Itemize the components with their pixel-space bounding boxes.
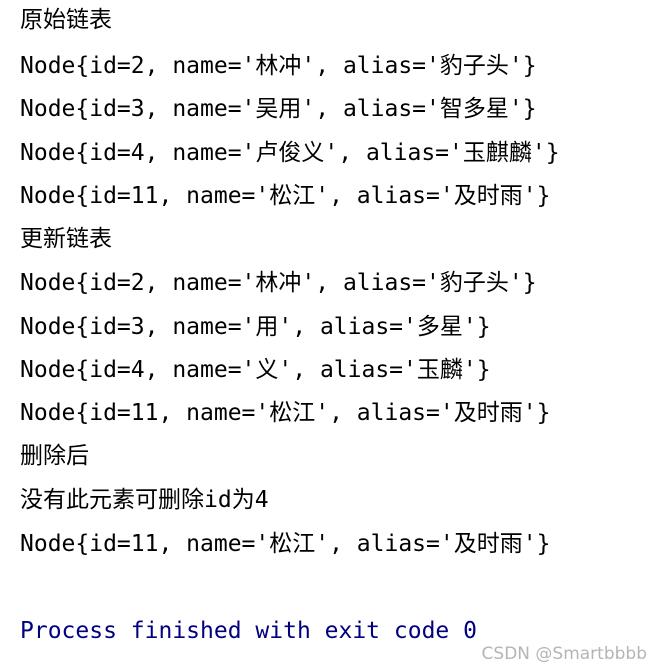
output-line-header-original: 原始链表 [20,7,112,33]
output-line-node: Node{id=2, name='林冲', alias='豹子头'} [20,270,537,296]
output-line-node: Node{id=3, name='吴用', alias='智多星'} [20,96,537,122]
watermark: CSDN @Smartbbbb [481,644,647,664]
output-line-node: Node{id=11, name='松江', alias='及时雨'} [20,183,551,209]
output-line-node: Node{id=4, name='义', alias='玉麟'} [20,357,491,383]
process-exit-message: Process finished with exit code 0 [20,618,477,644]
output-line-message: 没有此元素可删除id为4 [20,487,269,513]
output-line-node: Node{id=11, name='松江', alias='及时雨'} [20,531,551,557]
output-line-header-updated: 更新链表 [20,226,112,252]
output-line-node: Node{id=2, name='林冲', alias='豹子头'} [20,53,537,79]
output-line-node: Node{id=4, name='卢俊义', alias='玉麒麟'} [20,140,560,166]
output-line-node: Node{id=11, name='松江', alias='及时雨'} [20,400,551,426]
output-line-node: Node{id=3, name='用', alias='多星'} [20,314,491,340]
output-line-header-deleted: 删除后 [20,443,89,469]
console-output: 原始链表 Node{id=2, name='林冲', alias='豹子头'} … [20,0,661,670]
